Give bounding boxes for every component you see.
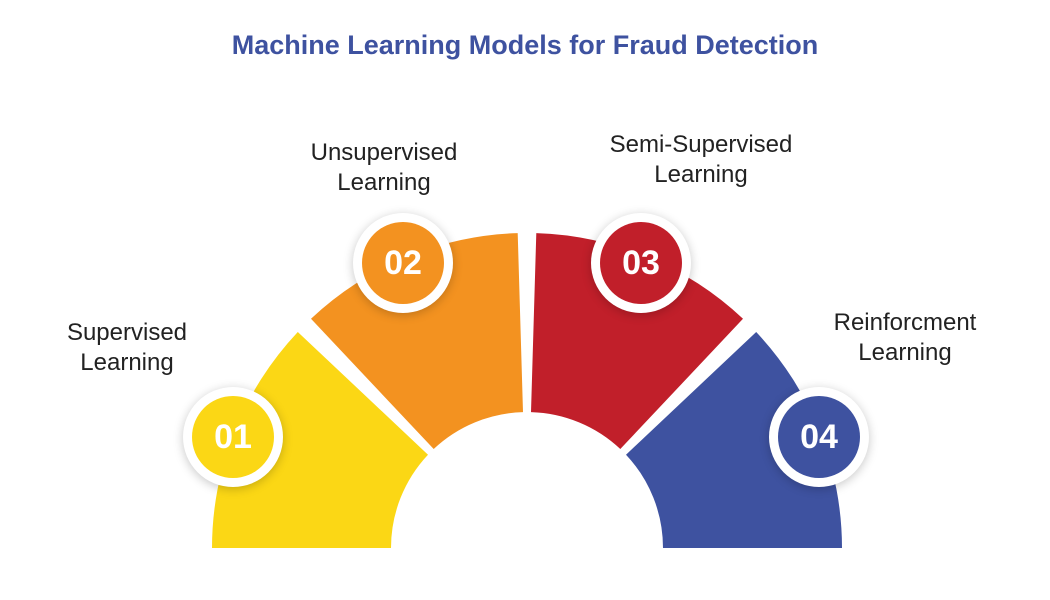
number-badge-text: 01 bbox=[192, 396, 274, 478]
label-line: Learning bbox=[858, 339, 952, 366]
segment-semi-supervised bbox=[531, 233, 743, 449]
number-badge-01: 01 bbox=[183, 387, 283, 487]
label-line: Learning bbox=[654, 161, 748, 188]
number-badge-04: 04 bbox=[769, 387, 869, 487]
label-line: Unsupervised bbox=[310, 139, 458, 166]
label-unsupervised: Unsupervised Learning bbox=[254, 138, 514, 198]
number-badge-text: 02 bbox=[362, 222, 444, 304]
number-badge-text: 03 bbox=[600, 222, 682, 304]
segment-supervised bbox=[212, 332, 428, 548]
number-badge-02: 02 bbox=[353, 213, 453, 313]
label-line: Semi-Supervised bbox=[609, 131, 793, 158]
label-line: Learning bbox=[337, 169, 431, 196]
segment-reinforcement bbox=[626, 332, 842, 548]
label-line: Supervised bbox=[66, 319, 188, 346]
number-badge-03: 03 bbox=[591, 213, 691, 313]
label-reinforcement: Reinforcment Learning bbox=[775, 308, 1035, 368]
label-line: Learning bbox=[80, 349, 174, 376]
number-badge-text: 04 bbox=[778, 396, 860, 478]
label-line: Reinforcment bbox=[833, 309, 977, 336]
label-supervised: Supervised Learning bbox=[0, 318, 257, 378]
diagram-title: Machine Learning Models for Fraud Detect… bbox=[231, 30, 819, 60]
label-semi-supervised: Semi-Supervised Learning bbox=[571, 130, 831, 190]
